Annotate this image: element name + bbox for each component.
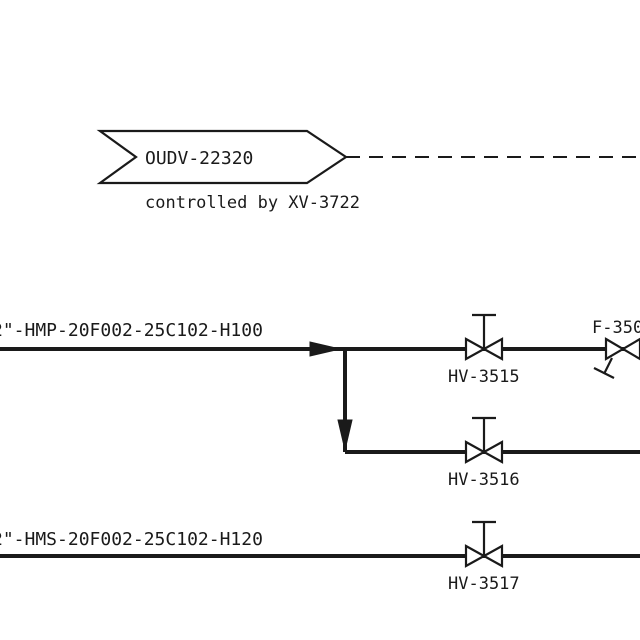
line-number-upper: 2"-HMP-20F002-25C102-H100 (0, 320, 263, 341)
valve-f-350x[interactable] (593, 337, 640, 379)
valve-handwheel (593, 367, 615, 379)
valve-hv-3517[interactable] (464, 520, 504, 568)
flow-arrow-branch (337, 419, 353, 451)
connector-control-note: controlled by XV-3722 (145, 193, 360, 213)
gate-valve-icon (464, 440, 504, 464)
offpage-connector[interactable]: OUDV-22320 (96, 129, 348, 185)
valve-tag-hv-3517: HV-3517 (448, 574, 520, 594)
offpage-connector-shape (96, 129, 348, 185)
valve-hv-3516[interactable] (464, 416, 504, 464)
valve-stem (603, 357, 613, 375)
gate-valve-icon (464, 544, 504, 568)
line-number-lower: 2"-HMS-20F002-25C102-H120 (0, 529, 263, 550)
gate-valve-icon (464, 337, 504, 361)
valve-tag-hv-3516: HV-3516 (448, 470, 520, 490)
offpage-connector-tag: OUDV-22320 (145, 148, 253, 169)
valve-tag-f-350x: F-350 (592, 318, 640, 338)
flow-arrow-upper (309, 341, 341, 357)
angled-valve-icon (604, 337, 640, 361)
valve-hv-3515[interactable] (464, 313, 504, 361)
valve-tag-hv-3515: HV-3515 (448, 367, 520, 387)
